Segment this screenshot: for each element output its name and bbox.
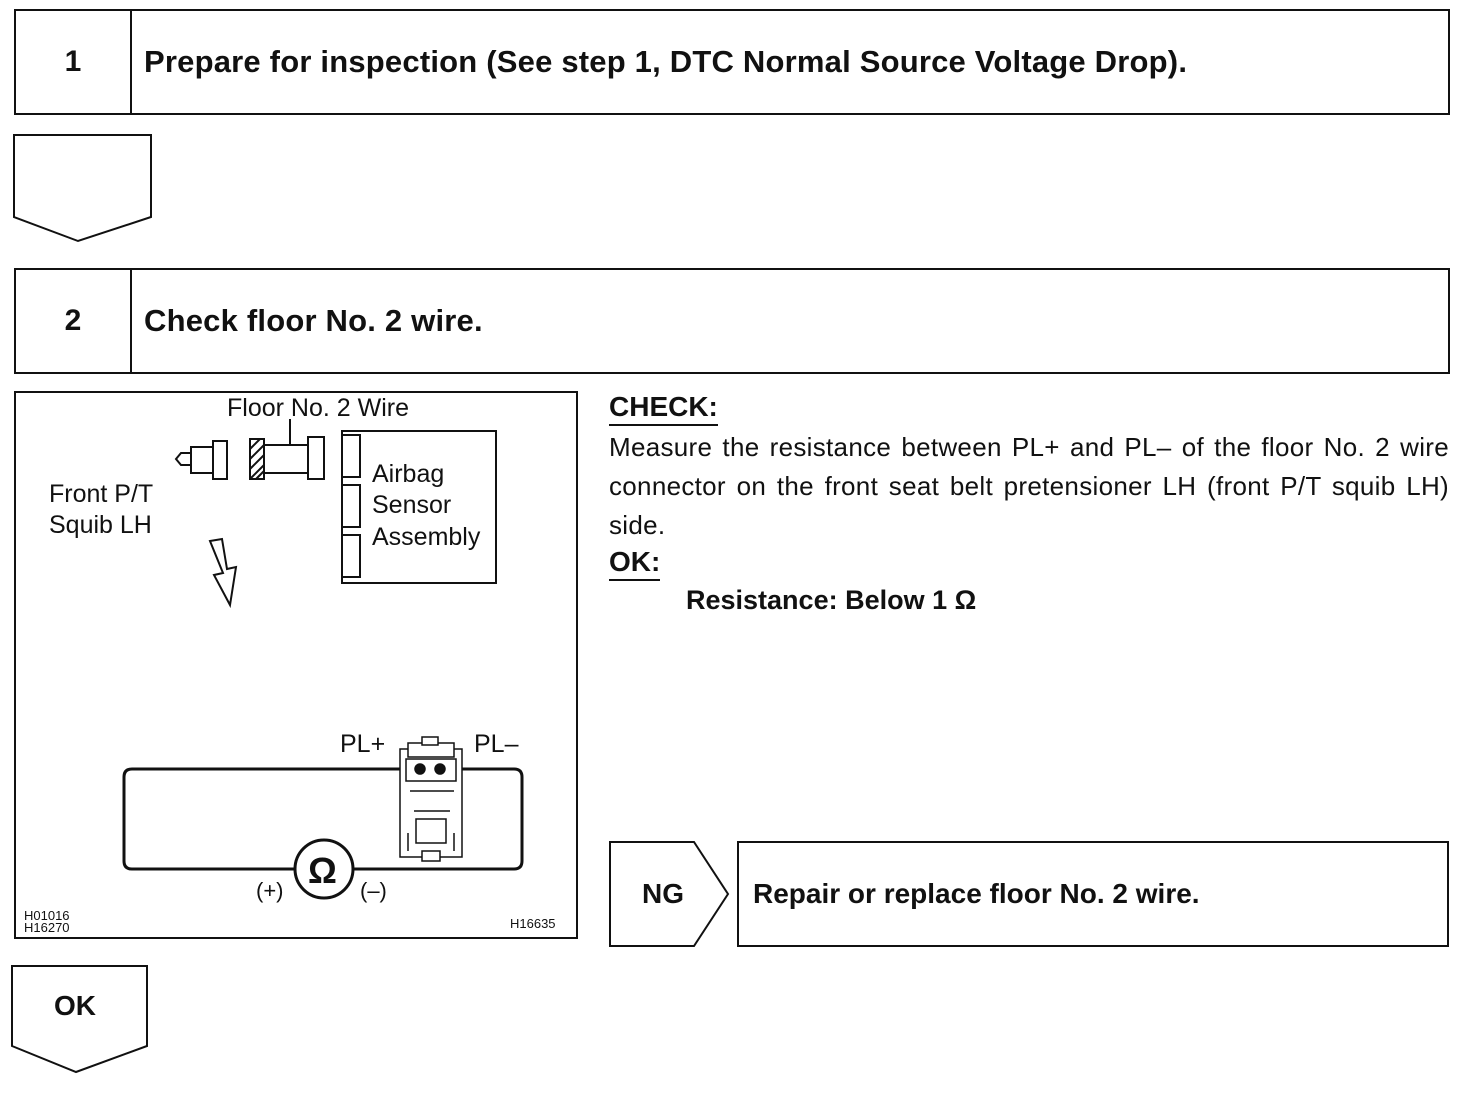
step-2-title: Check floor No. 2 wire.: [144, 303, 483, 338]
pl-plus-label: PL+: [340, 730, 386, 758]
airbag-sensor-drawing: [341, 430, 497, 584]
ng-label: NG: [642, 878, 684, 909]
ok-spec-value: Resistance: Below 1 Ω: [686, 585, 977, 615]
meter-circuit-drawing: [122, 767, 524, 871]
squib-connector-drawing: [174, 440, 228, 480]
hatched-connector-drawing: [249, 438, 265, 480]
down-arrow-icon: [208, 537, 238, 609]
squib-label-line-2: Squib LH: [49, 511, 152, 539]
floor-wire-label: Floor No. 2 Wire: [227, 394, 409, 422]
step-1-header: 1 Prepare for inspection (See step 1, DT…: [14, 9, 1450, 115]
floor-wire-drawing: [263, 419, 325, 480]
pl-minus-label: PL–: [474, 730, 519, 758]
step-1-number: 1: [16, 11, 132, 113]
meter-plus-label: (+): [256, 878, 284, 903]
squib-label-line-1: Front P/T: [49, 480, 154, 508]
figure-drawing: [122, 419, 524, 900]
ok-arrow: [11, 965, 148, 1074]
figure-code-right: H16635: [510, 916, 556, 931]
figure-code-left-2: H16270: [24, 920, 70, 935]
ng-arrow: [609, 841, 730, 947]
ok-label: OK: [54, 990, 96, 1021]
step-1-title: Prepare for inspection (See step 1, DTC …: [144, 44, 1188, 79]
check-heading: CHECK:: [609, 390, 718, 426]
figure-code-left-1: H01016: [24, 908, 70, 923]
sensor-label-line-2: Sensor: [372, 491, 452, 519]
ohm-symbol: Ω: [308, 850, 337, 891]
step-2-number: 2: [16, 270, 132, 372]
inspection-figure: Floor No. 2 Wire Front P/T Squib LH Airb…: [14, 391, 578, 939]
continue-down-arrow: [13, 134, 152, 243]
ohmmeter-icon: [293, 838, 355, 900]
pretensioner-connector-drawing: [399, 736, 463, 862]
meter-minus-label: (–): [360, 878, 387, 903]
sensor-label-line-1: Airbag: [372, 460, 445, 488]
check-instructions: Measure the resistance between PL+ and P…: [609, 432, 1449, 540]
sensor-label-line-3: Assembly: [372, 523, 481, 551]
ng-action: Repair or replace floor No. 2 wire.: [737, 841, 1449, 947]
step-2-header: 2 Check floor No. 2 wire.: [14, 268, 1450, 374]
ok-spec-heading: OK:: [609, 545, 661, 581]
